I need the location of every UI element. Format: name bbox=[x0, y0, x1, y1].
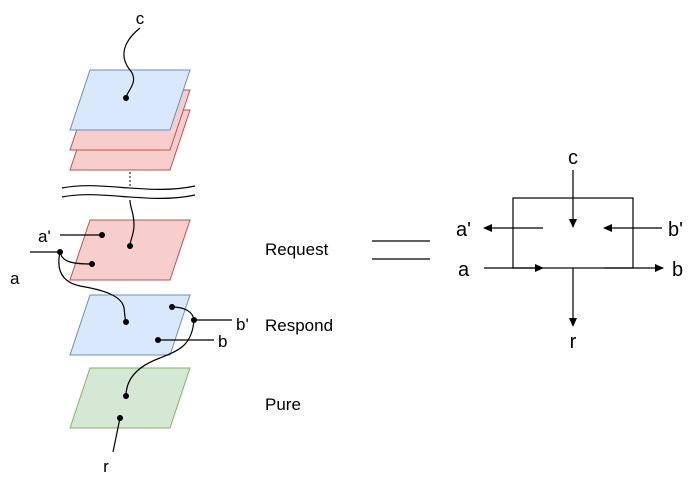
left-label-a: a bbox=[10, 269, 20, 288]
a-respond-dot bbox=[123, 319, 129, 325]
c-dot bbox=[123, 95, 129, 101]
break-line-top bbox=[61, 185, 196, 191]
box-label-a-prime: a' bbox=[456, 219, 471, 241]
box-label-r: r bbox=[570, 331, 577, 353]
box-label-a: a bbox=[458, 259, 470, 281]
a-request-dot bbox=[89, 261, 95, 267]
c-continuation-wire bbox=[129, 199, 135, 247]
c-wire bbox=[123, 27, 141, 99]
break-line-bottom bbox=[61, 194, 196, 200]
equivalence-sign bbox=[372, 240, 430, 260]
request-inner-dot bbox=[127, 243, 133, 249]
pure-input-dot bbox=[123, 393, 129, 399]
request-layer-label: Request bbox=[265, 240, 329, 259]
left-label-b-prime: b' bbox=[236, 315, 249, 334]
left-label-c: c bbox=[136, 9, 145, 28]
r-wire bbox=[112, 417, 121, 453]
a-to-request-wire bbox=[59, 251, 93, 265]
respond-layer-top bbox=[69, 69, 191, 131]
pure-layer-label: Pure bbox=[265, 395, 301, 414]
left-label-a-prime: a' bbox=[38, 227, 51, 246]
left-label-b: b bbox=[218, 332, 227, 351]
box-label-b: b bbox=[672, 259, 683, 281]
request-layer bbox=[69, 219, 191, 281]
box-label-b-prime: b' bbox=[668, 219, 683, 241]
box-label-c: c bbox=[568, 147, 578, 169]
a-prime-dot bbox=[99, 232, 105, 238]
respond-to-pure-wire bbox=[125, 319, 195, 397]
pure-layer bbox=[69, 367, 191, 429]
left-label-r: r bbox=[103, 457, 109, 476]
a-to-respond-wire bbox=[58, 251, 127, 323]
respond-layer-label: Respond bbox=[265, 316, 333, 335]
